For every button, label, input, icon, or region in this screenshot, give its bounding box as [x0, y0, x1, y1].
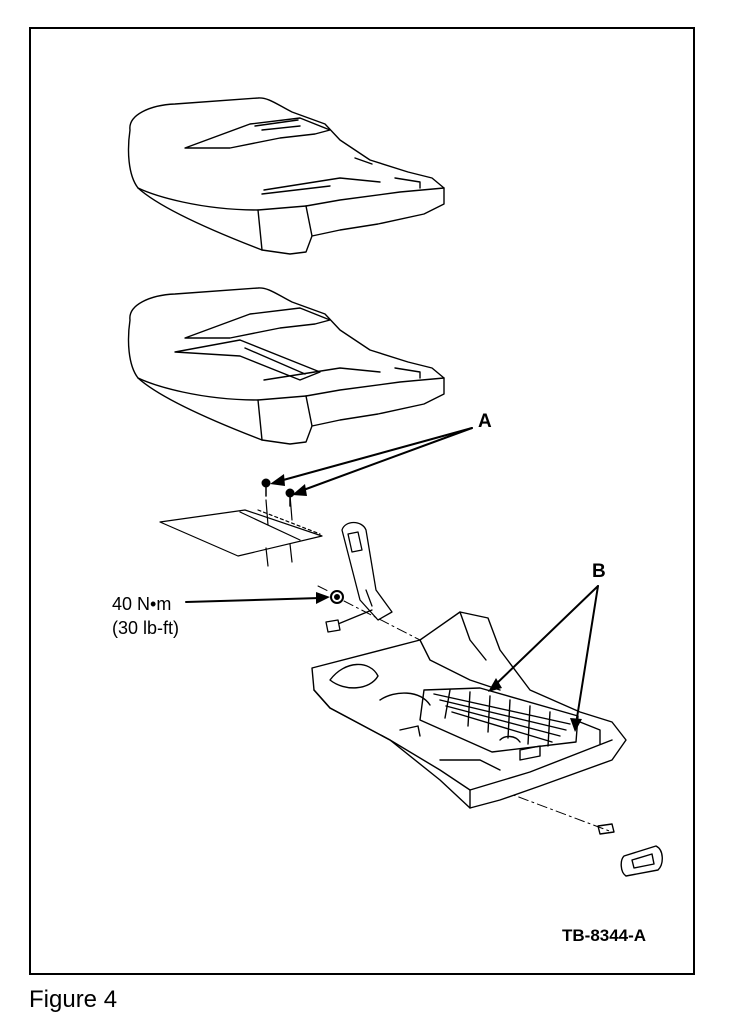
push-pin-a-1 [261, 478, 271, 497]
seat-cushion-bottom [127, 287, 445, 445]
callout-b-label: B [592, 561, 606, 582]
torque-imperial: (30 lb-ft) [112, 618, 180, 638]
push-pin-a-2 [285, 488, 295, 507]
illustration-code: TB-8344-A [562, 926, 647, 945]
seat-cushion-top [127, 97, 445, 255]
seat-belt-buckle [325, 521, 393, 633]
callout-a-leaders [270, 427, 473, 496]
figure-frame [29, 27, 695, 975]
callout-b-leaders [488, 585, 599, 732]
seat-frame [311, 611, 627, 809]
torque-spec: 40 N•m (30 lb-ft) [112, 592, 179, 640]
torque-leader [185, 592, 330, 604]
alignment-lines [317, 585, 613, 833]
callout-a-label: A [478, 411, 492, 432]
heater-pad-sheet [159, 494, 323, 567]
torque-metric: 40 N•m [112, 594, 172, 614]
figure-caption: Figure 4 [29, 986, 118, 1013]
buckle-bolt [330, 590, 344, 604]
side-trim-cap [597, 823, 663, 877]
